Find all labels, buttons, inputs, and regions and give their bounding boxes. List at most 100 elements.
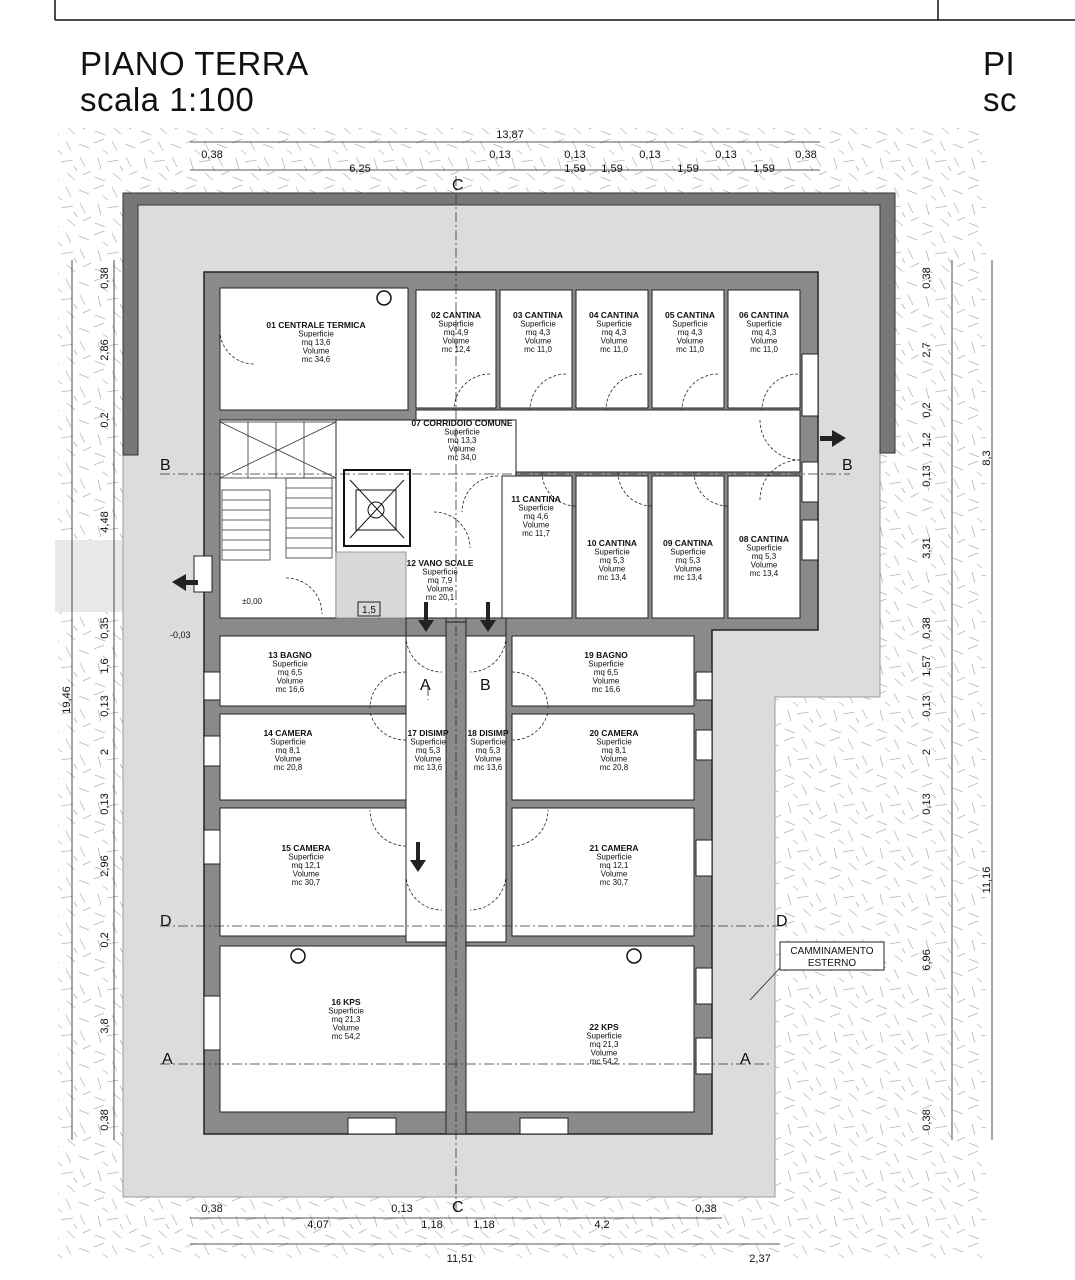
stair-level-box (357, 601, 381, 617)
room-area-label-r07: Superficie (444, 428, 480, 437)
room-area-label-r22: Superficie (586, 1032, 622, 1041)
dim-right-total-0: 8,3 (981, 450, 993, 465)
room-volume-r21: mc 30,7 (600, 878, 629, 887)
dim-right-0: 0,38 (921, 267, 933, 288)
room-volume-label-r20: Volume (601, 755, 628, 764)
sheet-frame (54, 0, 1075, 21)
dim-left-1: 2,86 (99, 339, 111, 360)
room-area-r21: mq 12,1 (600, 861, 629, 870)
room-volume-label-r04: Volume (601, 337, 628, 346)
dim-top-0: 0,38 (201, 149, 222, 161)
room-name-r13: 13 BAGNO (268, 650, 312, 660)
room-area-r18: mq 5,3 (476, 746, 501, 755)
dim-left-total: 19,46 (61, 686, 73, 714)
room-volume-r14: mc 20,8 (274, 763, 303, 772)
title-scale-right: sc (983, 81, 1017, 118)
room-volume-r08: mc 13,4 (750, 569, 779, 578)
dim-bottom-5: 4,2 (594, 1219, 609, 1231)
dim-top-3: 1,59 (564, 163, 585, 175)
drawing-title-right: PI sc (983, 46, 1017, 118)
dim-top-5: 1,59 (601, 163, 622, 175)
room-volume-label-r06: Volume (751, 337, 778, 346)
drawing-title: PIANO TERRA scala 1:100 (80, 46, 309, 118)
room-volume-r02: mc 12,4 (442, 345, 471, 354)
section-b-right: B (842, 457, 853, 474)
dim-right-10: 0,13 (921, 793, 933, 814)
room-area-r11: mq 4,6 (524, 512, 549, 521)
stair-level: 1,5 (362, 605, 376, 616)
room-name-r05: 05 CANTINA (665, 310, 715, 320)
room-volume-r01: mc 34,6 (302, 355, 331, 364)
dim-bottom-3: 1,18 (421, 1219, 442, 1231)
section-b-mid: B (480, 677, 491, 694)
room-area-r09: mq 5,3 (676, 556, 701, 565)
room-area-r07: mq 13,3 (448, 436, 477, 445)
dim-left-6: 0,13 (99, 695, 111, 716)
camminamento-box (779, 941, 885, 971)
room-volume-r17: mc 13,6 (414, 763, 443, 772)
room-name-r17: 17 DISIMP (407, 728, 448, 738)
room-volume-r19: mc 16,6 (592, 685, 621, 694)
dim-right-5: 3,31 (921, 537, 933, 558)
dim-top-7: 1,59 (677, 163, 698, 175)
room-volume-r06: mc 11,0 (750, 345, 778, 354)
section-a-right: A (740, 1051, 751, 1068)
room-area-label-r17: Superficie (410, 738, 446, 747)
room-name-r12: 12 VANO SCALE (407, 558, 474, 568)
room-name-r07: 07 CORRIDOIO COMUNE (411, 418, 512, 428)
room-volume-r07: mc 34,0 (448, 453, 477, 462)
room-volume-r10: mc 13,4 (598, 573, 627, 582)
room-name-r20: 20 CAMERA (589, 728, 638, 738)
dimension-lines (71, 141, 993, 1245)
stair-landing (335, 551, 407, 619)
room-name-r08: 08 CANTINA (739, 534, 789, 544)
dim-left-5: 1,6 (99, 658, 111, 673)
dim-top-total: 13,87 (496, 129, 524, 141)
room-area-label-r15: Superficie (288, 853, 324, 862)
dim-bottom-1: 4,07 (307, 1219, 328, 1231)
room-volume-label-r17: Volume (415, 755, 442, 764)
title-floor-right: PI (983, 45, 1016, 82)
room-area-r17: mq 5,3 (416, 746, 441, 755)
interior-floors (219, 287, 801, 1113)
room-area-label-r06: Superficie (746, 320, 782, 329)
room-volume-r05: mc 11,0 (676, 345, 704, 354)
room-volume-r13: mc 16,6 (276, 685, 305, 694)
room-volume-r12: mc 20,1 (426, 593, 455, 602)
dim-right-6: 0,38 (921, 617, 933, 638)
dim-bottom-4: 1,18 (473, 1219, 494, 1231)
dim-right-8: 0,13 (921, 695, 933, 716)
dim-right-4: 0,13 (921, 465, 933, 486)
dim-right-3: 1,2 (921, 432, 933, 447)
room-area-label-r03: Superficie (520, 320, 556, 329)
room-area-label-r13: Superficie (272, 660, 308, 669)
room-area-r15: mq 12,1 (292, 861, 321, 870)
room-volume-label-r01: Volume (303, 347, 330, 356)
dim-bottom-total-1: 2,37 (749, 1253, 770, 1265)
dim-bottom-0: 0,38 (201, 1203, 222, 1215)
camminamento-line2: ESTERNO (808, 958, 857, 969)
dim-bottom-total-0: 11,51 (447, 1253, 474, 1265)
room-volume-label-r19: Volume (593, 677, 620, 686)
dim-bottom-6: 0,38 (695, 1203, 716, 1215)
garden-strip-left (55, 540, 123, 612)
room-name-r22: 22 KPS (589, 1022, 619, 1032)
title-floor: PIANO TERRA (80, 45, 309, 82)
room-volume-r09: mc 13,4 (674, 573, 703, 582)
dim-left-8: 0,13 (99, 793, 111, 814)
dim-left-2: 0,2 (99, 412, 111, 427)
room-volume-label-r02: Volume (443, 337, 470, 346)
section-d-right: D (776, 913, 788, 930)
dim-left-4: 0,35 (99, 617, 111, 638)
room-volume-label-r13: Volume (277, 677, 304, 686)
room-volume-label-r11: Volume (523, 521, 550, 530)
title-scale: scala 1:100 (80, 81, 255, 118)
section-c-top: C (452, 177, 464, 194)
room-area-label-r11: Superficie (518, 504, 554, 513)
room-name-r04: 04 CANTINA (589, 310, 639, 320)
room-volume-r22: mc 54,2 (590, 1057, 619, 1066)
room-volume-label-r05: Volume (677, 337, 704, 346)
dim-top-9: 1,59 (753, 163, 774, 175)
room-name-r15: 15 CAMERA (281, 843, 330, 853)
